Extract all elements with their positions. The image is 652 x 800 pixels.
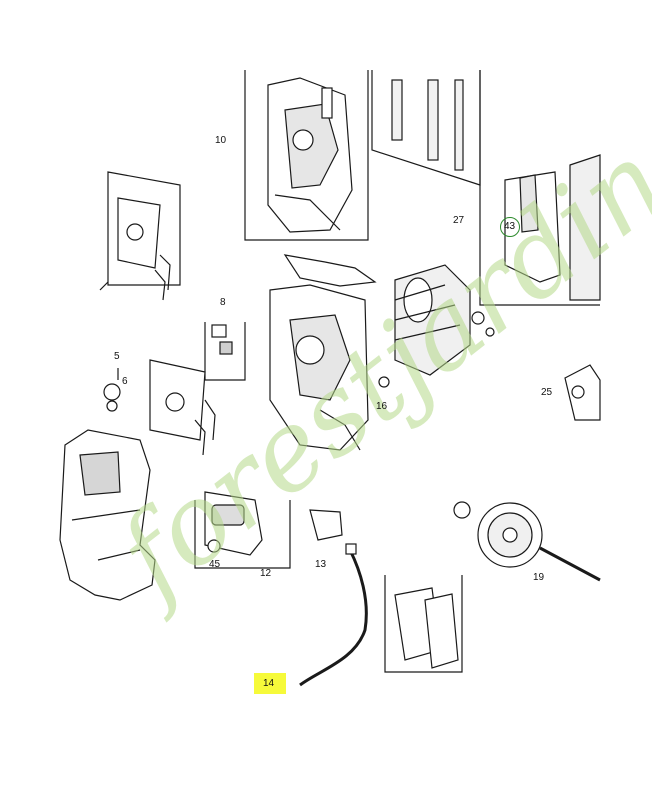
side-covers xyxy=(394,587,459,669)
part-10-frame xyxy=(244,70,369,241)
switch-cover-upper xyxy=(99,171,181,301)
part-13-connector xyxy=(309,509,343,541)
callout-10: 10 xyxy=(215,135,227,146)
part-27-frame xyxy=(479,70,600,306)
part-16-pump-housing xyxy=(269,284,369,451)
part-25 xyxy=(564,364,601,421)
callout-14: 14 xyxy=(263,678,275,689)
part-8-valve xyxy=(211,324,233,355)
hose-clip xyxy=(283,254,377,287)
hose-fitting xyxy=(345,543,357,555)
motor xyxy=(378,264,495,388)
callout-8: 8 xyxy=(220,297,226,308)
wheel xyxy=(453,501,601,582)
switch-cover-lower xyxy=(149,359,216,456)
part-12-bracket xyxy=(204,491,263,556)
callout-43: 43 xyxy=(504,221,516,232)
part-12-frame xyxy=(194,500,291,569)
callout-5: 5 xyxy=(114,351,120,362)
callout-12: 12 xyxy=(260,568,272,579)
callout-highlight xyxy=(254,673,286,694)
part-14-hose xyxy=(299,549,368,687)
part-27-cover xyxy=(504,154,601,301)
main-body-shell xyxy=(59,429,156,601)
part-5-6-knob xyxy=(103,368,121,412)
callout-6: 6 xyxy=(122,376,128,387)
callout-25: 25 xyxy=(541,387,553,398)
part-8-frame xyxy=(204,322,246,381)
callout-16: 16 xyxy=(376,401,388,412)
part-10-housing xyxy=(267,77,353,233)
part-rails xyxy=(371,70,481,186)
side-covers-frame xyxy=(384,575,463,673)
callout-27: 27 xyxy=(453,215,465,226)
callout-45: 45 xyxy=(209,559,221,570)
callout-circle xyxy=(500,217,520,237)
callout-13: 13 xyxy=(315,559,327,570)
callout-19: 19 xyxy=(533,572,545,583)
